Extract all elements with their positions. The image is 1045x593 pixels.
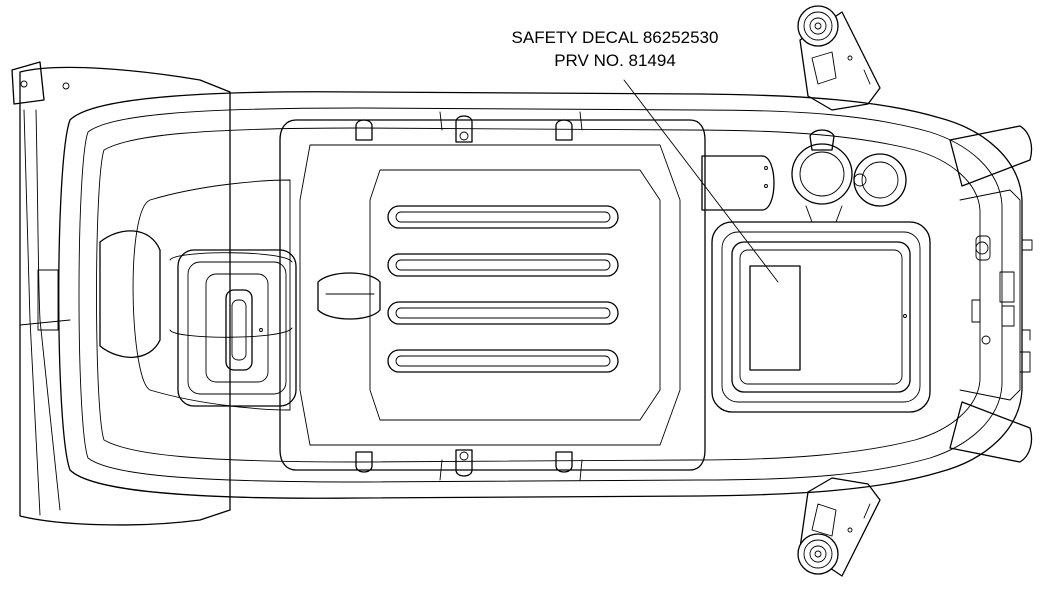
bottom-right-wheel	[797, 533, 839, 575]
front-caps	[701, 129, 907, 223]
left-rear-bumper	[11, 61, 231, 526]
top-right-wheel	[797, 5, 839, 47]
bottom-right-caster-bracket	[797, 477, 881, 577]
top-right-caster-bracket	[797, 5, 881, 111]
front-control-panel	[949, 125, 1033, 463]
rear-access-door	[177, 249, 297, 407]
body-shell-outline	[58, 91, 1023, 499]
deck-slat-2	[387, 253, 619, 277]
tie-down-loops	[355, 115, 573, 477]
front-tray	[711, 221, 931, 413]
center-deck	[279, 111, 706, 481]
callout-label-line2: PRV NO. 81494	[554, 51, 676, 70]
callout-leader-line	[623, 79, 779, 283]
deck-slat-1	[387, 205, 619, 229]
deck-slat-4	[387, 349, 619, 373]
deck-slat-3	[387, 301, 619, 325]
rear-compartment	[99, 179, 293, 411]
safety-decal	[749, 265, 801, 371]
callout-label-line1: SAFETY DECAL 86252530	[512, 28, 719, 47]
